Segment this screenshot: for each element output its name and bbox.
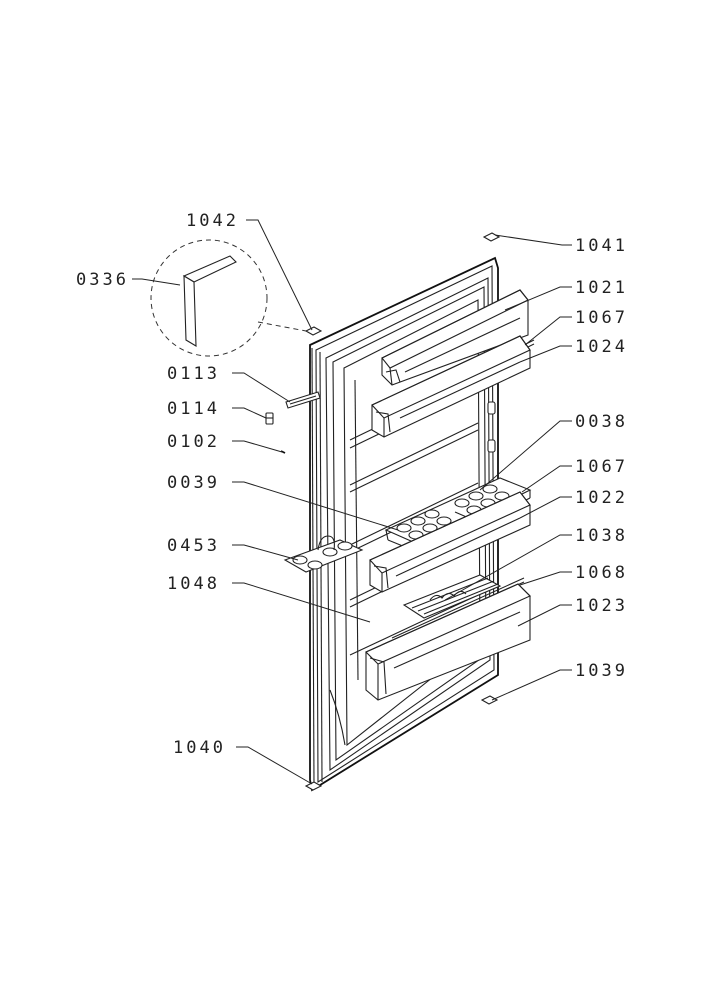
label-0039: 0039 — [167, 473, 220, 493]
label-1039: 1039 — [575, 661, 628, 681]
leader-lines — [132, 219, 572, 785]
bin-1024 — [371, 335, 535, 438]
label-0114: 0114 — [167, 399, 220, 419]
label-1041: 1041 — [575, 236, 628, 256]
label-1067-lower: 1067 — [575, 457, 628, 477]
egg-holder-0453 — [283, 535, 364, 573]
label-1068: 1068 — [575, 563, 628, 583]
label-1042: 1042 — [186, 211, 239, 231]
label-0113: 0113 — [167, 364, 220, 384]
label-1067-upper: 1067 — [575, 308, 628, 328]
hinge-cap-1041 — [482, 232, 501, 242]
screw-0102 — [280, 450, 286, 454]
handle-0113 — [285, 391, 321, 409]
clip-0114 — [265, 412, 274, 425]
hinge-cap-1039 — [480, 695, 499, 705]
bin-1023 — [365, 577, 531, 701]
hinge-cap-1040 — [304, 781, 323, 791]
label-1022: 1022 — [575, 488, 628, 508]
label-0336: 0336 — [76, 270, 129, 290]
bin-1022 — [369, 491, 531, 593]
label-0102: 0102 — [167, 432, 220, 452]
hinge-cap-1042 — [304, 326, 323, 336]
label-0453: 0453 — [167, 536, 220, 556]
label-1024: 1024 — [575, 337, 628, 357]
detail-circle-0336 — [150, 239, 307, 357]
label-1048: 1048 — [167, 574, 220, 594]
label-0038: 0038 — [575, 412, 628, 432]
label-1021: 1021 — [575, 278, 628, 298]
label-1040: 1040 — [173, 738, 226, 758]
label-1038: 1038 — [575, 526, 628, 546]
part-labels: 1042 1041 0336 1021 1067 1024 0113 0114 … — [76, 211, 628, 758]
label-1023: 1023 — [575, 596, 628, 616]
